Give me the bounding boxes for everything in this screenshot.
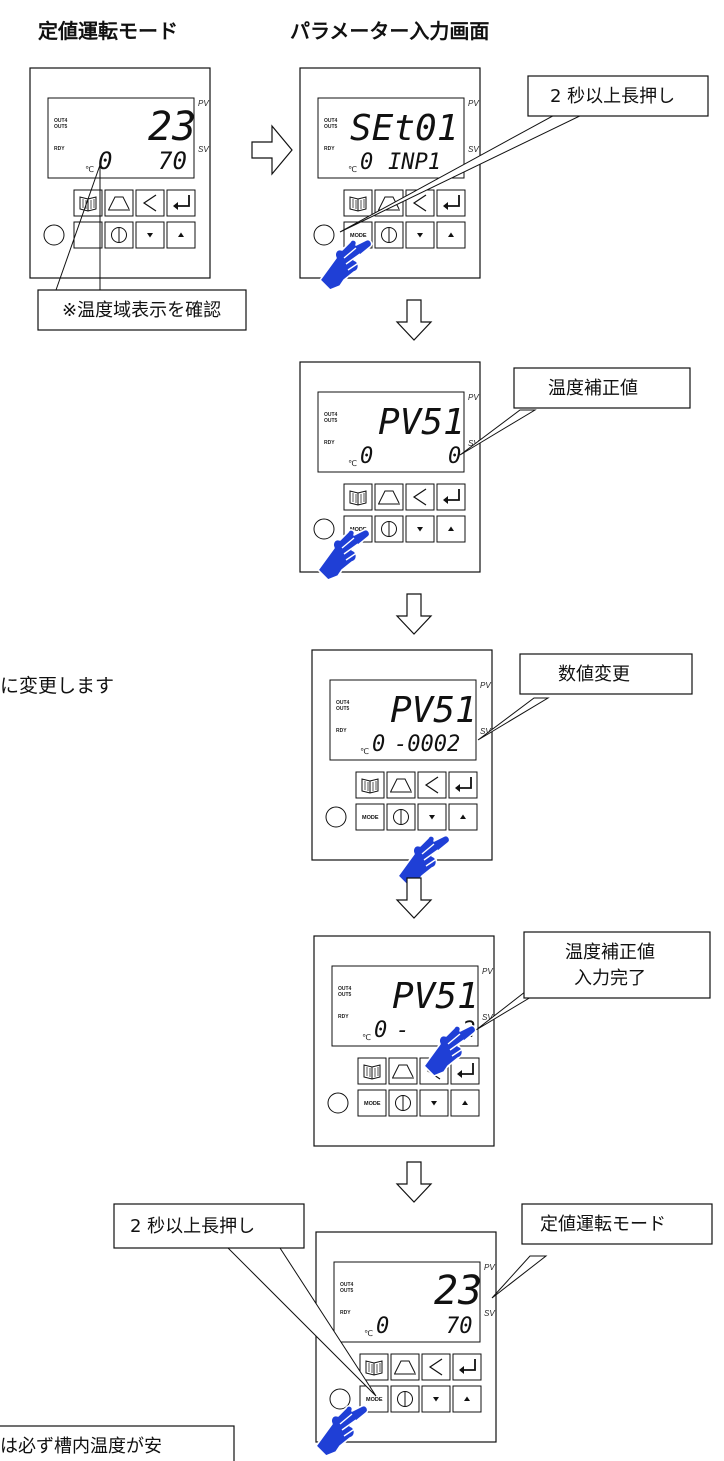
start-callout-text: ※温度域表示を確認 [62,300,221,321]
rdy-label: RDY [54,146,65,152]
svg-text:℃: ℃ [364,1329,373,1338]
bottom-note-box [0,1425,235,1461]
down-flow-arrow-icon [396,1161,432,1203]
sv-display-right: INP1 [388,150,441,175]
svg-text:SV: SV [480,727,491,736]
svg-text:OUT4: OUT4 [340,1282,354,1288]
svg-text:PV: PV [468,393,479,402]
step5-callout-text: 定値運転モード [540,1214,666,1235]
sv-display-right: 70 [158,147,187,175]
step4-callout-box [523,931,711,999]
mode-key[interactable]: MODE [364,1101,381,1107]
sv-display-right: 70 [446,1314,473,1339]
step5-left-callout-text: 2 秒以上長押し [130,1216,255,1237]
sv-display-left: 0 [360,150,373,175]
sv-display-left: 0 [360,444,373,469]
down-flow-arrow-icon [396,877,432,919]
svg-text:RDY: RDY [324,146,335,152]
svg-text:℃: ℃ [348,165,357,174]
step2-callout-text: 温度補正値 [548,378,638,399]
svg-text:PV: PV [482,967,493,976]
svg-text:OUT5: OUT5 [340,1288,354,1294]
step5-left-callout-box [113,1203,305,1249]
controller-panel-step2: OUT4 OUT5 RDY PV SV ℃ PV51 0 0 MODE [299,361,481,573]
step3-callout-text: 数値変更 [558,664,630,685]
step1-callout-text: 2 秒以上長押し [550,86,675,107]
svg-text:PV: PV [480,681,491,690]
svg-text:SV: SV [468,145,479,154]
step5-callout-box [521,1203,713,1245]
controller-panel-step3: OUT4 OUT5 RDY PV SV ℃ PV51 0 -0002 MODE [311,649,493,861]
svg-text:SV: SV [468,439,479,448]
pv-display: 23 [148,104,196,150]
left-header: 定値運転モード [38,19,178,43]
right-flow-arrow-icon [251,124,293,176]
start-callout-box [37,289,247,331]
svg-text:℃: ℃ [362,1033,371,1042]
pv-display: PV51 [378,402,465,443]
pv-label: PV [198,99,209,108]
out5-label: OUT5 [54,124,68,130]
svg-text:OUT5: OUT5 [324,124,338,130]
mode-key[interactable]: MODE [362,815,379,821]
sv-display-left: 0 [376,1314,389,1339]
svg-text:℃: ℃ [348,459,357,468]
step1-callout-box [527,75,709,117]
sv-display-right: 0 [448,444,461,469]
out4-label: OUT4 [54,118,68,124]
sv-display-right: -0002 [394,732,460,757]
svg-text:OUT5: OUT5 [338,992,352,998]
svg-text:OUT5: OUT5 [336,706,350,712]
svg-text:RDY: RDY [340,1310,351,1316]
pv-display: PV51 [392,976,479,1017]
mode-key[interactable]: MODE [366,1397,383,1403]
svg-text:OUT5: OUT5 [324,418,338,424]
mode-key[interactable]: MODE [350,527,367,533]
svg-text:RDY: RDY [336,728,347,734]
controller-panel-step1: OUT4 OUT5 RDY PV SV ℃ SEt01 0 INP1 MODE [299,67,481,279]
controller-panel-start: OUT4 OUT5 RDY PV SV ℃ 23 0 70 [29,67,211,279]
svg-text:RDY: RDY [338,1014,349,1020]
svg-text:PV: PV [484,1263,495,1272]
side-note: に変更します [0,675,114,697]
bottom-note-text: は必ず槽内温度が安 [0,1436,162,1457]
svg-text:OUT4: OUT4 [324,412,338,418]
svg-text:OUT4: OUT4 [324,118,338,124]
svg-text:OUT4: OUT4 [338,986,352,992]
unit-label: ℃ [85,165,94,174]
svg-text:RDY: RDY [324,440,335,446]
svg-text:SV: SV [482,1013,493,1022]
pv-display: 23 [434,1268,482,1314]
sv-display-left: 0 [372,732,385,757]
pv-display: PV51 [390,690,477,731]
svg-text:OUT4: OUT4 [336,700,350,706]
svg-text:PV: PV [468,99,479,108]
down-flow-arrow-icon [396,593,432,635]
svg-text:℃: ℃ [360,747,369,756]
down-flow-arrow-icon [396,299,432,341]
step4-callout-line1: 温度補正値 [565,942,655,963]
mode-key[interactable]: MODE [350,233,367,239]
controller-panel-step5: OUT4 OUT5 RDY PV SV ℃ 23 0 70 MODE [315,1231,497,1443]
step2-callout-box [513,367,691,409]
sv-display-left: 0 [374,1018,387,1043]
controller-panel-step4: OUT4 OUT5 RDY PV SV ℃ PV51 0 - 2 MODE [313,935,495,1147]
pv-display: SEt01 [350,108,458,149]
step4-callout-line2: 入力完了 [574,968,646,989]
step3-callout-box [519,653,693,695]
sv-display-left: 0 [98,147,112,175]
sv-label: SV [198,145,209,154]
right-header: パラメーター入力画面 [290,19,489,43]
svg-text:SV: SV [484,1309,495,1318]
